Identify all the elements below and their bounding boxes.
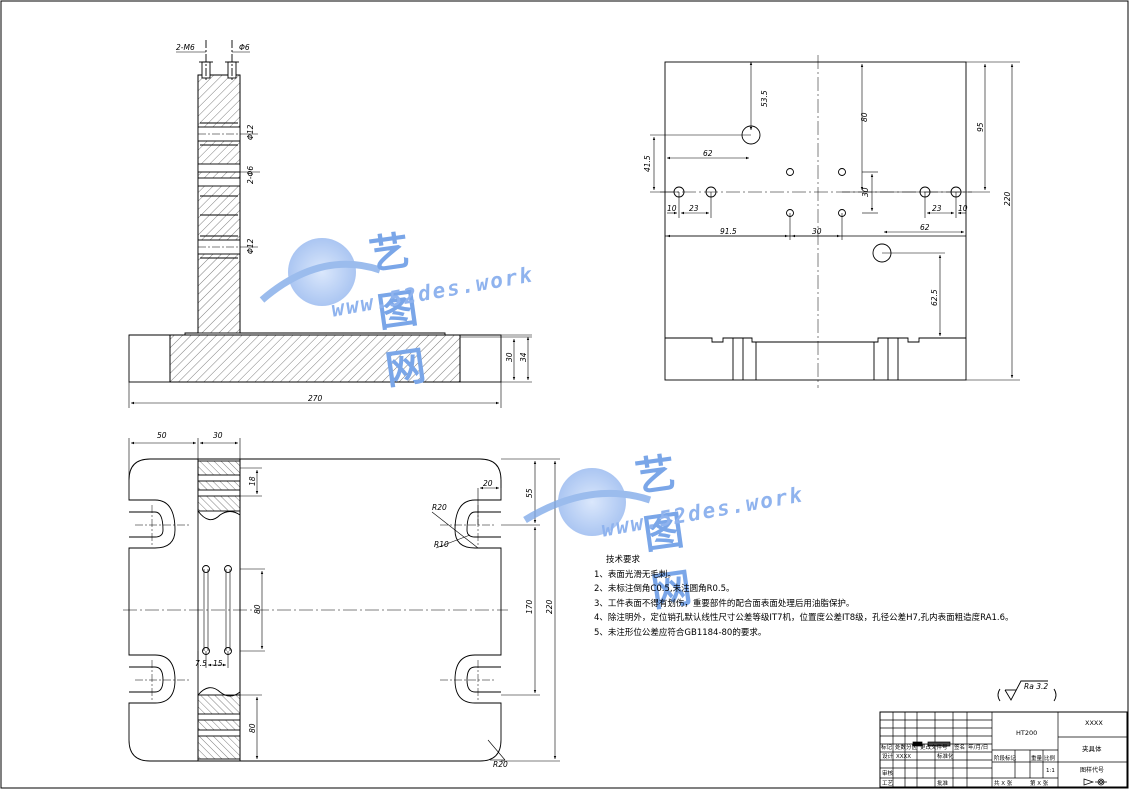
front-section-view [128,40,532,408]
tb-row-label-5: 年/月/日 [968,743,988,751]
dim-91-5: 91.5 [720,227,737,236]
tb-weight-label: 重量 [1031,754,1043,762]
tb-row-label-2: 分区 [906,743,918,751]
dim-80: 80 [860,112,869,122]
title-block [879,711,1128,788]
dim-7-5: 7.5 [195,659,207,668]
dim-80-b: 80 [248,723,257,733]
dim-r10: R10 [434,540,449,549]
tb-designer: XXXX [896,754,911,760]
dim-phi12-b: Φ12 [246,238,255,254]
tb-row-label-4: 签名 [954,743,965,751]
dim-r20-a: R20 [432,503,447,512]
dim-62-a: 62 [703,149,713,158]
tb-row-label-3: 更改文件号 [920,743,948,751]
dim-50: 50 [157,431,167,440]
tb-row-label-1: 处数 [895,743,907,751]
watermark-globe-1 [259,238,382,306]
technical-note-1: 1、表面光滑无毛刺。 [594,569,676,580]
dim-41-5: 41.5 [643,155,652,172]
dim-170: 170 [525,599,534,614]
tb-scale-label: 比例 [1044,754,1056,762]
tb-part-name: 夹具体 [1082,744,1102,753]
dim-270: 270 [308,394,323,403]
dim-30-v: 30 [861,187,870,197]
dim-23-b: 23 [932,204,942,213]
tb-drawing-no: 图样代号 [1080,766,1104,774]
dim-30-plan: 30 [213,431,223,440]
surface-finish-symbol [997,680,1057,702]
technical-notes-title: 技术要求 [606,555,641,565]
dim-15: 15 [213,659,223,668]
tb-material: HT200 [1016,729,1037,737]
dim-top-phi6: Φ6 [239,43,250,52]
dim-62-b: 62 [920,223,930,232]
dim-34: 34 [519,352,528,362]
dim-62-5: 62.5 [930,289,939,306]
tb-process-label: 工艺 [882,780,894,787]
dim-55: 55 [525,488,534,498]
dim-two-phi6: 2-Φ6 [246,166,255,184]
dim-top-2m6: 2-M6 [176,43,195,52]
tb-sheet-total: 共 X 张 [994,779,1013,787]
tb-review-label: 审核 [882,769,894,777]
dim-18: 18 [248,476,257,486]
technical-note-4: 4、除注明外，定位销孔默认线性尺寸公差等级IT7机，位置度公差IT8级，孔径公差… [594,613,1014,623]
dim-10-b: 10 [958,204,968,213]
dim-30-h: 30 [812,227,822,236]
dim-80-a: 80 [253,604,262,614]
technical-note-3: 3、工件表面不得有划伤，重要部件的配合面表面处理后用油脂保护。 [594,598,855,609]
dim-10-a: 10 [667,204,677,213]
tb-stage-label: 阶段标记 [994,754,1017,762]
tb-scale-value: 1:1 [1046,768,1055,774]
tb-standard-label: 标准化 [937,752,954,760]
dim-30: 30 [505,352,514,362]
dim-phi12-a: Φ12 [246,124,255,140]
technical-note-2: 2、未标注倒角C0.5,未注圆角R0.5。 [594,584,735,594]
dim-53-5: 53.5 [760,90,769,107]
technical-note-5: 5、未注形位公差应符合GB1184-80的要求。 [594,627,767,638]
surface-finish-value: Ra 3.2 [1024,682,1048,691]
dim-23-a: 23 [689,204,699,213]
tb-company: XXXX [1085,719,1103,727]
dim-220-plan: 220 [545,599,554,614]
dim-20: 20 [483,479,493,488]
technical-notes: 技术要求 1、表面光滑无毛刺。 2、未标注倒角C0.5,未注圆角R0.5。 3、… [594,553,1014,640]
dim-220-side: 220 [1003,191,1012,206]
tb-sheet-no: 第 X 张 [1030,779,1049,787]
plan-view [123,438,560,762]
dim-r20-b: R20 [493,760,508,769]
tb-approve-label: 批准 [937,779,949,787]
dim-95: 95 [976,122,985,132]
tb-row-label-0: 标记 [881,743,893,751]
tb-design-label: 设计 [882,752,894,760]
watermark-globe-2 [523,468,652,536]
side-view [650,55,1020,388]
